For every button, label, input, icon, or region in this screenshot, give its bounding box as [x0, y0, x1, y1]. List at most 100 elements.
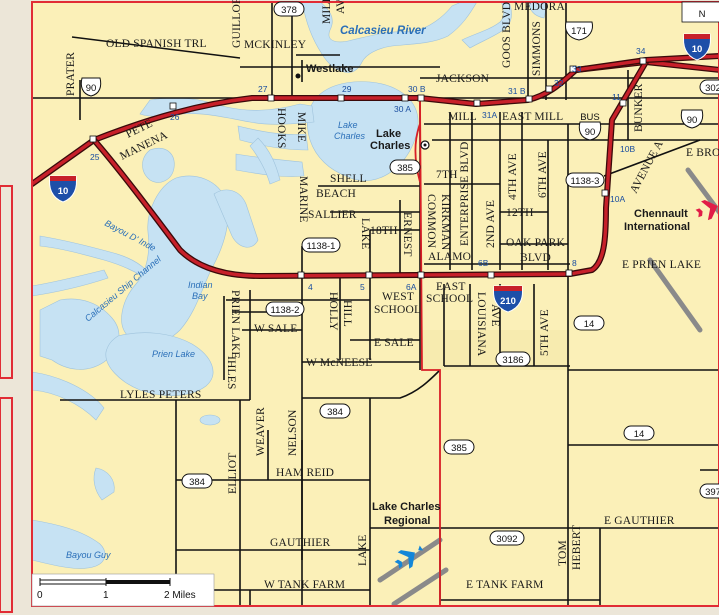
- street-elliot: ELLIOT: [227, 453, 239, 494]
- street-4th-ave: 4TH AVE: [507, 153, 519, 200]
- shield-385-a: 385: [389, 159, 421, 175]
- street-e-gauthier: E GAUTHIER: [604, 515, 675, 527]
- label-regional-1: Lake Charles: [372, 501, 440, 513]
- svg-text:N: N: [699, 9, 706, 20]
- street-miller-1: MILLER: [321, 0, 333, 24]
- street-lake-lower: LAKE: [357, 535, 369, 566]
- scale-bar: 0 1 2 Miles: [31, 573, 215, 607]
- shield-us90-west: 90: [80, 77, 102, 97]
- street-oak-park: OAK PARK: [506, 237, 566, 249]
- svg-text:10: 10: [692, 44, 703, 55]
- shield-397: 397: [699, 483, 719, 499]
- scale-label-0: 0: [37, 590, 43, 601]
- exit-numbers: 27 29 30 B 30 A 31 B 31A 32 33 34 26 25 …: [90, 46, 646, 292]
- label-indian-bay-2: Bay: [192, 291, 208, 301]
- street-louisiana-ave: AVE: [489, 304, 501, 327]
- shield-3186: 3186: [495, 351, 531, 367]
- street-beach: BEACH: [316, 188, 356, 200]
- label-chennault-2: International: [624, 221, 690, 233]
- label-indian-bay-1: Indian: [188, 280, 213, 290]
- exit-29: 29: [342, 84, 352, 94]
- exit-33: 33: [572, 64, 582, 74]
- shield-1138-1: 1138-1: [301, 237, 341, 253]
- urban-shading: [420, 330, 570, 370]
- street-enterprise-blvd: ENTERPRISE BLVD: [459, 142, 471, 247]
- exit-4: 4: [308, 282, 313, 292]
- street-w-sale: W SALE: [254, 323, 297, 335]
- street-mill: MILL: [448, 111, 477, 123]
- label-lake-charles-water-2: Charles: [334, 131, 366, 141]
- label-chennault-1: Chennault: [634, 208, 688, 220]
- exit-11: 11: [612, 92, 621, 102]
- svg-text:BUS: BUS: [580, 112, 600, 123]
- exit-5: 5: [360, 282, 365, 292]
- interchange-dots: [89, 57, 647, 279]
- svg-text:3186: 3186: [502, 355, 523, 366]
- street-hooks: HOOKS: [275, 108, 287, 149]
- left-bar-upper: [0, 185, 13, 379]
- street-bunker: BUNKER: [633, 83, 645, 132]
- street-lyles-peters: LYLES PETERS: [120, 389, 201, 401]
- street-marine: MARINE: [297, 176, 309, 223]
- street-jackson: JACKSON: [436, 73, 490, 85]
- exit-25: 25: [90, 152, 100, 162]
- street-2nd-ave: 2ND AVE: [485, 200, 497, 248]
- left-bar-lower: [0, 397, 13, 613]
- street-w-tank-farm: W TANK FARM: [264, 579, 345, 591]
- water-bodies: [32, 2, 548, 597]
- street-gauthier: GAUTHIER: [270, 537, 330, 549]
- street-18th: 18TH: [370, 225, 398, 237]
- street-hill: HILL: [341, 300, 353, 327]
- street-old-spanish-trl: OLD SPANISH TRL: [106, 38, 207, 50]
- shield-14-b: 14: [623, 425, 655, 441]
- label-regional-2: Regional: [384, 515, 430, 527]
- svg-text:10: 10: [58, 186, 69, 197]
- shield-i10-east: 10: [683, 33, 711, 61]
- svg-text:385: 385: [397, 163, 413, 174]
- scale-label-1: 1: [103, 590, 109, 601]
- exit-31a: 31A: [482, 110, 497, 120]
- label-westlake: Westlake: [306, 63, 354, 75]
- svg-text:90: 90: [585, 127, 596, 138]
- exit-6a: 6A: [406, 282, 417, 292]
- street-simmons: SIMMONS: [531, 21, 543, 76]
- north-arrow: N: [681, 1, 719, 23]
- shield-1138-2: 1138-2: [265, 301, 305, 317]
- label-calcasieu-river: Calcasieu River: [340, 25, 426, 37]
- street-ham-reid: HAM REID: [276, 467, 334, 479]
- shield-1138-3: 1138-3: [565, 172, 605, 188]
- exit-27: 27: [258, 84, 268, 94]
- street-e-broad: E BROAD: [686, 147, 719, 159]
- svg-text:14: 14: [584, 319, 595, 330]
- street-7th: 7TH: [436, 169, 458, 181]
- street-w-mcneese: W McNEESE: [306, 357, 372, 369]
- street-common: COMMON: [425, 194, 437, 249]
- street-holly: HOLLY: [327, 292, 339, 331]
- street-nelson: NELSON: [287, 409, 299, 456]
- label-bayou-guy: Bayou Guy: [66, 550, 111, 560]
- shield-302: 302: [699, 79, 719, 95]
- street-louisiana: LOUISIANA: [475, 292, 487, 357]
- svg-text:90: 90: [86, 83, 97, 94]
- street-alamo: ALAMO: [428, 251, 471, 263]
- svg-text:397: 397: [705, 487, 719, 498]
- shield-i10-west: 10: [49, 175, 77, 203]
- exit-30a: 30 A: [394, 104, 411, 114]
- exit-30b: 30 B: [408, 84, 426, 94]
- street-east-school-2: SCHOOL: [426, 293, 473, 305]
- label-prien-lake: Prien Lake: [152, 349, 195, 359]
- street-e-tank-farm: E TANK FARM: [466, 579, 544, 591]
- shield-3092: 3092: [489, 530, 525, 546]
- street-5th-ave: 5TH AVE: [539, 309, 551, 356]
- svg-text:14: 14: [634, 429, 645, 440]
- state-route-red: [414, 99, 441, 606]
- svg-text:1138-2: 1138-2: [271, 305, 300, 316]
- shield-bus90: BUS 90: [578, 112, 602, 141]
- exit-26: 26: [170, 112, 180, 122]
- svg-text:1138-3: 1138-3: [571, 176, 600, 187]
- shield-378: 378: [273, 1, 305, 17]
- scale-label-2-miles: 2 Miles: [164, 590, 196, 601]
- street-east-school-1: EAST: [436, 281, 466, 293]
- street-medora: MEDORA: [514, 1, 566, 13]
